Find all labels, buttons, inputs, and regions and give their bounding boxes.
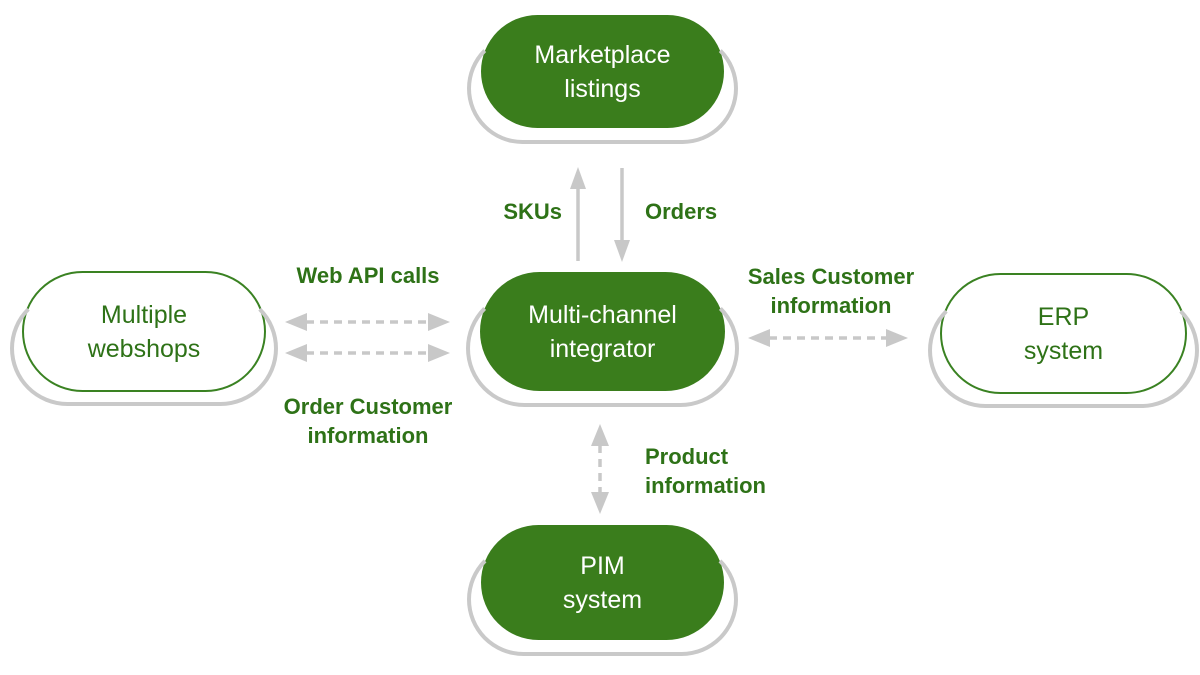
edge-label-web-api-calls: Web API calls (296, 263, 440, 288)
node-multiple-webshops: Multiple webshops (10, 271, 278, 406)
arrow-orders-down (614, 168, 630, 262)
node-erp-system: ERP system (928, 273, 1199, 408)
node-pim-system: PIM system (467, 525, 738, 656)
node-multi-channel-integrator-label: Multi-channel integrator (528, 300, 677, 363)
arrow-product-information (591, 424, 609, 514)
edge-label-product-information: Product information (645, 444, 766, 498)
node-pim-system-label: PIM system (562, 551, 643, 614)
node-erp-system-label: ERP system (1023, 302, 1104, 365)
arrow-web-api-calls (285, 313, 450, 331)
edge-label-skus: SKUs (503, 199, 562, 224)
arrow-skus-up (570, 167, 586, 261)
node-multi-channel-integrator: Multi-channel integrator (466, 272, 739, 407)
edge-label-order-customer-information: Order Customer information (283, 394, 453, 448)
arrow-order-customer-information (285, 344, 450, 362)
node-multiple-webshops-label: Multiple webshops (87, 300, 201, 363)
edge-label-sales-customer-information: Sales Customer information (747, 264, 915, 318)
node-marketplace-listings-label: Marketplace listings (534, 40, 671, 103)
arrow-sales-customer-information (748, 329, 908, 347)
node-marketplace-listings: Marketplace listings (467, 15, 738, 144)
edge-label-orders: Orders (645, 199, 718, 224)
